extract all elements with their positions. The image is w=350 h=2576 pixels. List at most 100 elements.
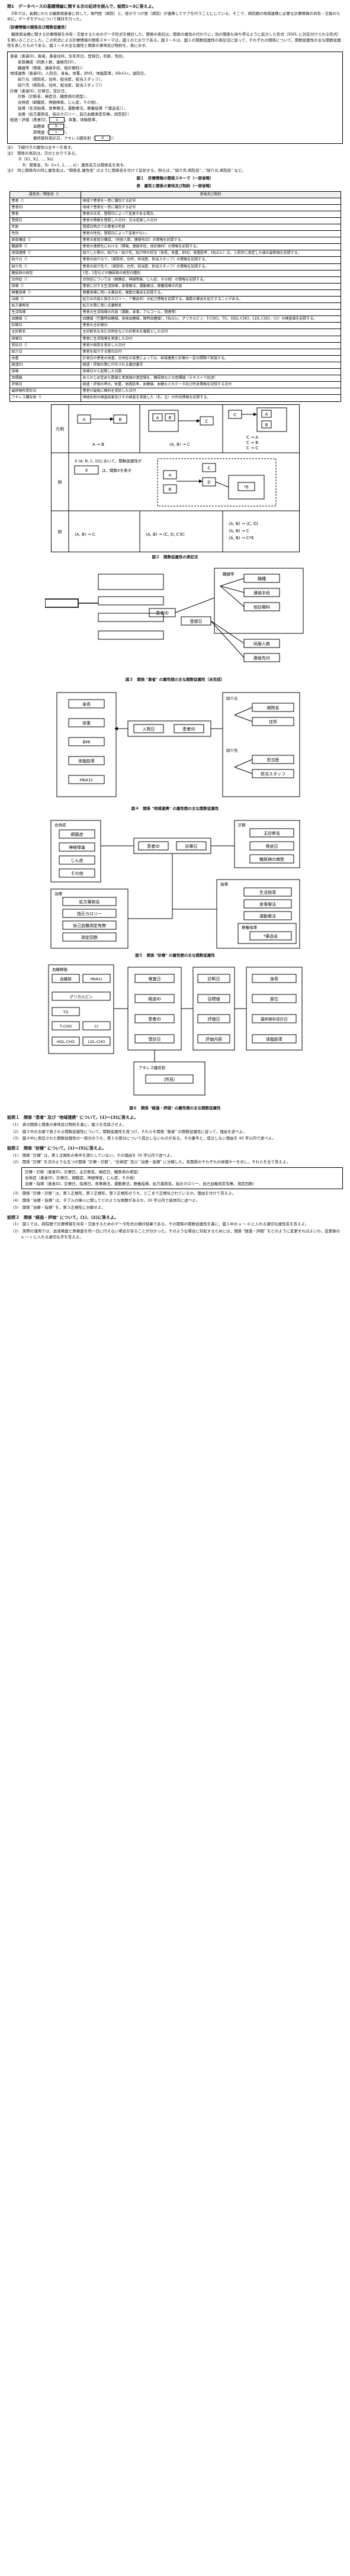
fig2-row-label: 例 [57,529,62,534]
table-row: 受診日（）患者が病院を受診した日付 [9,342,341,349]
attribute-meaning-cell: 神経反射の検査結果及びその検査を実施した（右，左）の所見情報を記録する。 [80,394,341,402]
attribute-name-cell: 臓器等（） [9,243,81,251]
fig2-box-a: A [265,412,268,417]
fig2-c3b: C → B [246,440,258,445]
fig6-right-box: 部位 [270,996,278,1002]
fig6-left-box: 血糖値 [60,976,72,981]
attribute-name-cell: 処方薬剤名 [9,302,81,310]
fig2-box-a: A [82,417,85,422]
fig6-center-box: 患者ID [148,1016,160,1022]
table-row: 登録日患者の情報を登録した日付，又は変更した日付 [9,217,341,224]
fig5-left-box: 神経障害 [69,845,85,850]
fig6-group-blood: 血糖検査 [52,967,68,972]
q2-item: (3) 関係 "診療・診断" は，第１正規形，第２正規形，第３正規形のうち，どこ… [13,1191,236,1196]
attribute-name-cell: 診療日 [9,322,81,330]
table-row: 血糖値（）血糖値（空腹時血糖値，食後血糖値，随時血糖値），HbA1c，グリカルビ… [9,315,341,323]
fig3-right-box: 連絡手段 [253,590,270,595]
schema-line-c: 尿検査（c）， [10,129,340,136]
schema-line: 家族構成（同居人数，連絡先ID）， [10,59,79,65]
section-text: 糖尿病治療に関する診療情報を共有・交換するためのデータ形式を検討した。関係の表記… [7,31,341,49]
attribute-meaning-cell: 患者が病院を受診した日付 [80,342,341,349]
fig4-left-box: HbA1c [79,778,93,783]
fig5-bottom-left: 指示カロリー [77,911,102,916]
table-row: 体重計測日の患者の体重。合併症の疾患によっては，地域連携と診療の一定の間隔で実施… [9,355,341,362]
fig6-center-box: 経過ID [148,996,160,1002]
table-row: 処方薬剤名処方の際に用いる薬剤名 [9,302,341,310]
note: 注3 同じ関係内の同じ属性名は，"関係名.属性名" のように関係名を付けて区別す… [7,168,246,173]
fig5-left-box: じん症 [70,858,83,863]
q1-item: (2) 図３中の太線で表される関数従属性について，関数従属性を見つけ，それらを関… [13,1129,247,1134]
table-row: 紹介元（）患者の紹介元で，（病院名，住所，担当医，担当スタッフ）の情報を記録する… [9,256,341,264]
fig5-bottom-right: 運動療法 [259,913,276,919]
fig4-center-top: 入院日 [142,726,155,732]
fig2-box-a: A [168,473,171,478]
fig5-center-id: 患者ID [147,843,159,849]
note: R：関係名，Xi（i=1, 2, …, n）：属性名又は関係名を表す。 [7,162,127,168]
fig6-center-box: 検査日 [148,976,160,981]
fig5-bottom-left: 自己血糖測定有無 [73,923,106,928]
attribute-meaning-cell: 患者に生活指導を実施した日付 [80,335,341,343]
table-row: 生活指導患者の生活指導の内容（運動，食事，アルコール，喫煙等） [9,309,341,317]
fig2-r3-c3a: (A, B) → (C, D) [229,521,258,526]
fig3-right-box: 連絡先ID [253,655,269,661]
fig2-c1: A → B [92,442,104,447]
fig5-group-treat: 治療 [54,891,63,896]
attribute-meaning-cell: 患者が最後に眼科を受診した日付 [80,388,341,395]
attribute-meaning-cell: 患者の家族の構成。（同居人数，連絡先ID）の情報を記録する。 [80,237,341,244]
table-row: 最終眼科受診日患者が最後に眼科を受診した日付 [9,388,341,395]
attribute-name-cell: アキレス腱反射（） [9,394,81,402]
fig4-caption: 図４ 関係 "地域連携" の属性間の主な関数従属性 [131,806,219,811]
d-prefix: 最終眼科受診日，アキレス腱反射（ [10,136,95,141]
fig4-right-box: 担当スタッフ [261,771,285,777]
schema-line: 診療（患者ID，診察日，受診日， [10,88,69,94]
eval-prefix: 経過・評価（患者ID， [10,117,50,123]
attribute-name-cell: 紹介元（） [9,256,81,264]
table-row: 紹介先（）患者の紹介先で，（病院名，住所，担当医，担当スタッフ）の情報を記録する… [9,263,341,271]
fig3-diagram: 患者ID 登録日 臓器等 職種 連絡手段 他診療科 同居人数 連絡先ID [44,568,303,662]
problem-intro: Z市では，長期にわたる糖尿病患者に対して，専門医（病院）と，掛かりつけ医（病院）… [7,11,341,22]
fig6-right-box: 最終眼科受診日 [261,1016,288,1022]
fig2-r3-c1: (A, B) → C [75,532,95,537]
attribute-name-cell: 治療（） [9,295,81,304]
fig2-row-label: 例 [57,479,62,485]
attribute-name-cell: 紹介先（） [9,263,81,271]
q2-relation: 治療・指導（患者ID，診療日，指導日，食事療法，運動療法，療養指導，処方薬剤名，… [25,1181,257,1186]
attribute-meaning-cell: 地域で患者を一意に識別する記号 [80,204,341,211]
table-row: 臓器等（）患者の連携先における（情報，連絡手段，他診療科）の情報を記録する。 [9,243,341,251]
fig5-right-box: 発症日 [265,843,278,849]
note: 注2 関係の表記は，次のとおりである。 [7,151,79,156]
fig4-diagram: 身長 体重 BMI 体脂肪率 HbA1c 入院日 患者ID 紹介元 紹介先 病院… [56,692,300,797]
fig5-right-box: 主診断名 [264,830,280,836]
blank-a: a [49,117,65,123]
fig4-left-box: 身長 [82,701,91,707]
table-row: 性別患者の性別。登録日によって変更がない。 [9,230,341,238]
table-row: 指導（）患者に対する生活指導，食事療法，運動療法，療養指導の内容 [9,282,341,290]
schema-line: 紹介元（病院名，住所，担当医，担当スタッフ）， [10,77,105,82]
fig2-box-b: B [168,487,171,492]
schema-line: 合併症（網膜症，神経障害，じん症，その他）， [10,100,101,105]
table-row: 療養指導（）療養指導に用いる薬品名。複数の薬品を記録する。 [9,289,341,297]
fig4-right-box: 担当医 [266,757,279,762]
fig6-mid-box: 評価日 [207,1016,220,1022]
table-caption: 表 属性と関係の意味及び制約（一部省略） [136,183,214,188]
fig4-left-box: 体重 [82,720,91,726]
fig5-left-box: 網膜症 [70,832,83,837]
fig3-right-box: 他診療科 [253,604,270,610]
schema-line-d: 最終眼科受診日，アキレス腱反射（d）） [10,136,340,141]
schema-box: 患者（患者ID，患者，患者住所，生年月日，登録日，年齢，性別， 家族構成（同居人… [7,51,343,144]
b-prefix: 血糖値（ [10,124,49,128]
q2-heading: 設問２ 関係 "診療" について，(1)〜(5)に答えよ。 [7,1146,107,1151]
q2-item: (4) 関係 "治療・指導" は，タプルの挿入に関してどのような問題があるか，3… [13,1198,200,1203]
fig6-left-box: T-CHO [59,1024,71,1029]
attribute-meaning-cell: 患者の生活指導の内容（運動，食事，アルコール，喫煙等） [80,309,341,317]
attribute-meaning-cell: 合併症については（網膜症，神経障害，じん症，その他）の情報を記録する。 [80,276,341,284]
q2-item: (5) 関係 "治療・指導" を，第３正規形に分解せよ。 [13,1205,105,1210]
attribute-meaning-cell: 患者を紹介する際の日付 [80,348,341,356]
fig4-right-box: 住所 [269,719,277,724]
fig4-group-label: 紹介先 [226,748,238,753]
attribute-name-cell: 主診断名 [9,329,81,336]
attribute-name-cell: 指導日 [9,335,81,343]
fig2-box-a: A [156,416,159,420]
